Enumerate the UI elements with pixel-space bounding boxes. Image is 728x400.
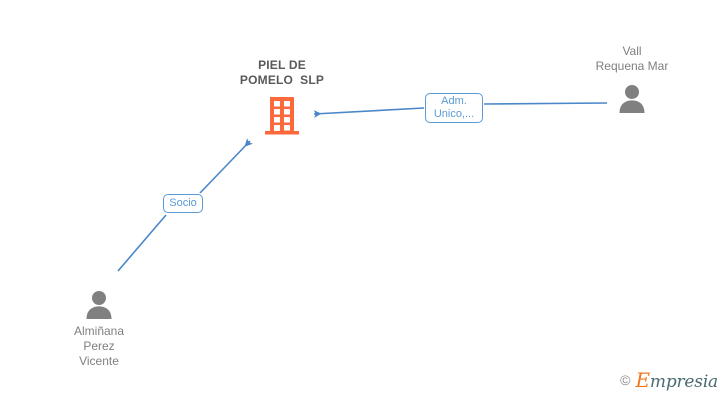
empresia-watermark: © Empresia: [620, 368, 718, 392]
person-name-label: Almiñana Perez Vicente: [73, 324, 125, 368]
person-icon: [38, 285, 160, 319]
copyright-icon: ©: [620, 372, 631, 388]
person-icon: [568, 79, 696, 113]
connector-vall-to-label: [483, 102, 608, 105]
person-name-label: Vall Requena Mar: [595, 44, 669, 73]
company-name-label: PIEL DE POMELO SLP: [239, 58, 325, 87]
relation-label-socio[interactable]: Socio: [163, 194, 203, 213]
brand-initial: E: [635, 368, 651, 392]
relation-label-adm-unico[interactable]: Adm. Unico,...: [425, 93, 483, 123]
company-node[interactable]: PIEL DE POMELO SLP: [212, 58, 352, 136]
person-node-vall-requena-mar[interactable]: Vall Requena Mar: [568, 44, 696, 113]
connector-label-to-company-socio: [199, 138, 253, 194]
brand-wordmark: Empresia: [636, 368, 719, 392]
person-node-alminana-perez-vicente[interactable]: Almiñana Perez Vicente: [38, 285, 160, 369]
building-icon: [212, 94, 352, 136]
brand-rest: mpresia: [649, 372, 718, 392]
connector-alminana-to-label: [117, 214, 167, 272]
connector-label-to-company: [313, 107, 425, 118]
